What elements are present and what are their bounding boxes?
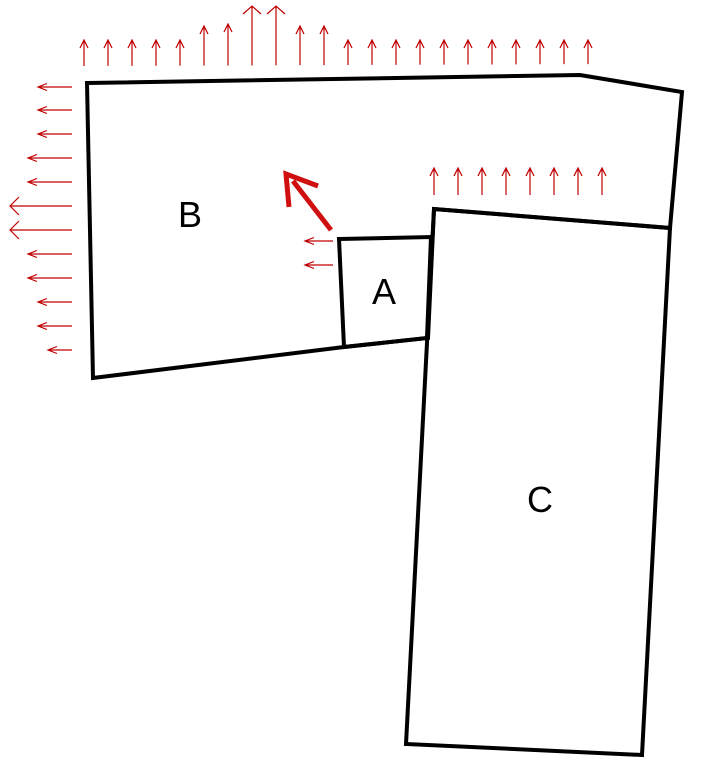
upward-force-arrow — [367, 38, 377, 65]
upward-force-arrow — [463, 38, 473, 65]
region-b-label: B — [178, 194, 202, 235]
upward-force-arrow — [295, 24, 305, 66]
upward-force-arrow — [127, 38, 137, 66]
upward-force-arrow — [242, 5, 262, 66]
top-edge-upward-arrows — [79, 5, 593, 66]
upward-force-arrow — [525, 166, 535, 195]
upward-force-arrow — [501, 166, 511, 195]
upward-force-arrow — [535, 38, 545, 65]
region-a-leftward-arrows — [303, 236, 333, 270]
leftward-force-arrow — [26, 273, 72, 283]
upward-force-arrow — [477, 166, 487, 195]
upward-force-arrow — [559, 38, 569, 65]
leftward-force-arrow — [9, 196, 72, 216]
region-c-outline — [403, 206, 673, 758]
upward-force-arrow — [439, 38, 449, 65]
upward-force-arrow — [511, 38, 521, 65]
upward-force-arrow — [151, 38, 161, 66]
leftward-force-arrow — [36, 321, 72, 331]
leftward-force-arrow — [303, 260, 333, 270]
region-a-label: A — [372, 271, 396, 312]
upward-force-arrow — [453, 166, 463, 195]
leftward-force-arrow — [36, 105, 72, 115]
upward-force-arrow — [343, 38, 353, 65]
upward-force-arrow — [549, 166, 559, 195]
upward-force-arrow — [597, 166, 607, 195]
upward-force-arrow — [199, 24, 209, 66]
leftward-force-arrow — [36, 129, 72, 139]
upward-force-arrow — [415, 38, 425, 65]
leftward-force-arrow — [36, 82, 72, 92]
motion-direction-arrow — [283, 170, 333, 232]
leftward-force-arrow — [26, 249, 72, 259]
upward-force-arrow — [319, 24, 329, 66]
leftward-force-arrow — [303, 236, 333, 246]
leftward-force-arrow — [26, 177, 72, 187]
upward-force-arrow — [223, 22, 233, 66]
region-c-label: C — [527, 479, 553, 520]
upward-force-arrow — [429, 166, 439, 195]
left-edge-leftward-arrows — [9, 82, 72, 355]
leftward-force-arrow — [36, 297, 72, 307]
upward-force-arrow — [583, 38, 593, 65]
upward-force-arrow — [79, 38, 89, 66]
upward-force-arrow — [391, 38, 401, 65]
interior-upward-arrows — [429, 166, 607, 195]
leftward-force-arrow — [46, 345, 72, 355]
leftward-force-arrow — [9, 220, 72, 240]
upward-force-arrow — [266, 5, 286, 66]
upward-force-arrow — [487, 38, 497, 65]
leftward-force-arrow — [26, 153, 72, 163]
upward-force-arrow — [103, 38, 113, 66]
region-b-outline — [84, 72, 685, 381]
upward-force-arrow — [175, 38, 185, 66]
upward-force-arrow — [573, 166, 583, 195]
